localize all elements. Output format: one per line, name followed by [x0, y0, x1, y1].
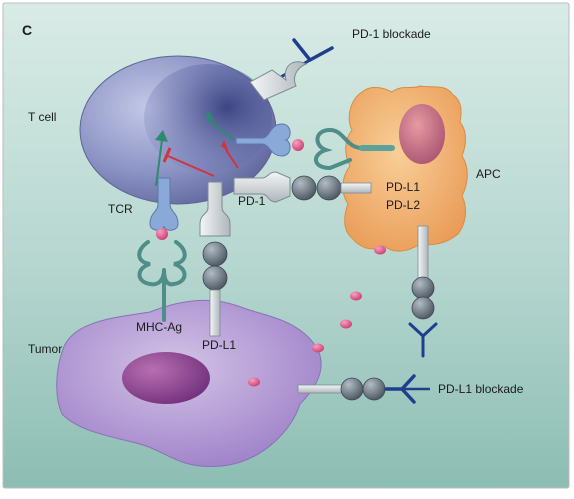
- pdl1-bead-apc-2: [316, 175, 342, 201]
- pd1-blockade-antibody-arms: [292, 38, 334, 62]
- tumor-nucleus: [122, 352, 210, 404]
- tumor-pdl1-bead-2: [362, 377, 386, 401]
- tumor-pdl1-bead-1: [340, 377, 364, 401]
- antigen-particle: [340, 319, 352, 329]
- tcr-activation-arrow: [155, 139, 163, 187]
- apc-pdl1-bead-2: [411, 296, 435, 320]
- tumor-label: Tumor: [28, 342, 63, 356]
- apc-label: APC: [476, 167, 501, 181]
- pdl1-stem-apc: [340, 182, 372, 194]
- antigen-particle: [374, 245, 386, 255]
- apc-nucleus: [399, 104, 445, 164]
- apc-pdl1-label: PD-L1: [386, 180, 421, 194]
- tumor-pdl1-stem-right: [297, 384, 347, 394]
- pd1-receptor-right: [233, 171, 291, 203]
- tumor-mhc-complex: [137, 240, 187, 322]
- pdl1-blockade-label: PD-L1 blockade: [438, 382, 524, 396]
- pdl1-bead-tumor-2: [202, 265, 228, 291]
- t-cell-receptor-right: [235, 123, 291, 157]
- panel-letter: C: [22, 22, 33, 38]
- mhc-ag-label: MHC-Ag: [136, 320, 183, 334]
- apc-pdl1-bead-1: [411, 276, 435, 300]
- pd1-blockade-label: PD-1 blockade: [352, 27, 431, 41]
- pd1-inhibition-bar-1: [162, 147, 172, 163]
- pd1-receptor-down: [199, 181, 231, 237]
- pd1-inhibition-line-2: [225, 149, 239, 169]
- apc-pdl1-blockade-antibody: [408, 322, 438, 358]
- pdl1-bead-tumor-1: [202, 241, 228, 267]
- apc-cell: [342, 85, 468, 252]
- pd1-inhibition-line-1: [167, 155, 215, 177]
- t-cell-label: T cell: [28, 110, 57, 124]
- apc-mhc-complex: [314, 127, 394, 171]
- tcr-label: TCR: [108, 202, 133, 216]
- antigen-particle: [350, 291, 362, 301]
- pdl1-stem-tumor: [209, 289, 221, 337]
- tcr-activation-arrowhead: [155, 130, 168, 142]
- tcr-receptor: [149, 177, 179, 231]
- apc-pdl2-label: PD-L2: [386, 198, 421, 212]
- antigen-particle: [312, 343, 324, 353]
- pd1-label: PD-1: [238, 194, 266, 208]
- co-receptor-activation-arrow: [207, 119, 235, 141]
- antigen-particle: [248, 377, 260, 387]
- co-receptor-activation-arrowhead: [204, 112, 214, 122]
- apc-pdl1-stem-down: [417, 225, 429, 285]
- pdl1-bead-apc-1: [291, 175, 317, 201]
- pd1-inhibition-arrowhead-2: [221, 140, 229, 152]
- tumor-pdl1-label: PD-L1: [202, 338, 237, 352]
- antigen-peptide-tumor: [156, 228, 168, 240]
- pd1-upper-receptor: [249, 61, 308, 101]
- antigen-peptide-apc: [292, 139, 304, 151]
